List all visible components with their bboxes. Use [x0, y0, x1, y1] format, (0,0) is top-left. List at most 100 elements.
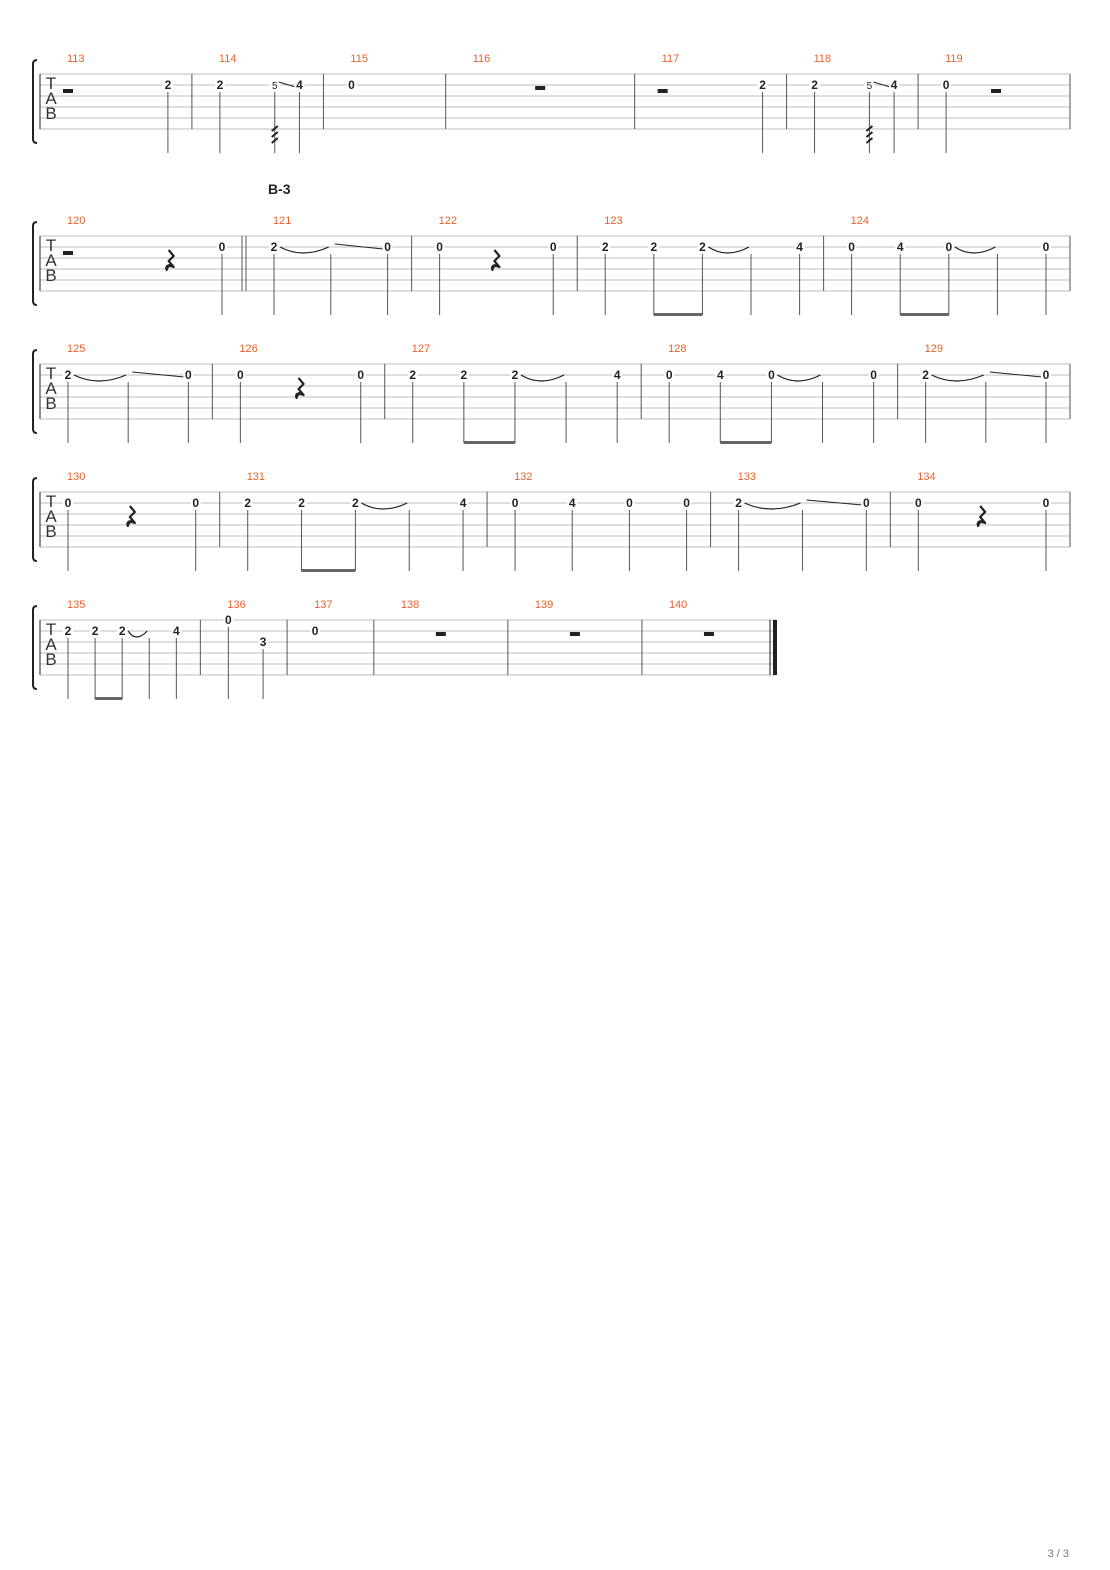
fret-number: 4	[897, 240, 904, 254]
fret-number: 0	[848, 240, 855, 254]
slide-line	[989, 371, 1043, 378]
slide-line	[278, 81, 296, 88]
fret-number: 2	[759, 78, 766, 92]
tremolo-stroke	[865, 137, 874, 144]
fret-number: 0	[192, 496, 199, 510]
fret-bg	[350, 497, 361, 509]
measure: 140	[669, 599, 777, 675]
measure-number: 113	[67, 53, 85, 65]
page-number: 3 / 3	[1047, 1548, 1069, 1560]
fret-number: 3	[260, 635, 267, 649]
fret-bg	[766, 369, 777, 381]
tie-arc	[777, 374, 821, 382]
fret-number: 2	[811, 78, 818, 92]
tie-arc	[73, 374, 127, 382]
measure-number: 128	[668, 343, 686, 355]
fret-bg	[382, 241, 393, 253]
measure-number: 119	[945, 53, 963, 65]
tie-arc	[361, 502, 408, 510]
fret-number: 0	[1043, 496, 1050, 510]
fret-bg	[434, 241, 445, 253]
measure-number: 117	[662, 53, 680, 65]
half-rest	[63, 251, 73, 255]
fret-number: 0	[1043, 240, 1050, 254]
fret-number: 5	[867, 81, 873, 92]
fret-bg	[190, 497, 201, 509]
system-bracket	[32, 59, 38, 144]
fret-bg	[90, 625, 101, 637]
measure-number: 131	[247, 471, 265, 483]
fret-bg	[171, 625, 182, 637]
fret-bg	[846, 241, 857, 253]
fret-bg	[407, 369, 418, 381]
system-bracket	[32, 605, 38, 690]
slide-line	[806, 499, 863, 506]
fret-number: 4	[717, 368, 724, 382]
fret-number: 0	[512, 496, 519, 510]
fret-bg	[715, 369, 726, 381]
fret-number: 2	[650, 240, 657, 254]
section-label: B-3	[268, 181, 291, 197]
fret-number: 0	[384, 240, 391, 254]
fret-number: 0	[65, 496, 72, 510]
fret-bg	[63, 497, 73, 509]
fret-bg	[63, 369, 73, 381]
fret-number: 4	[796, 240, 803, 254]
measure-number: 123	[604, 215, 622, 227]
fret-bg	[509, 369, 520, 381]
quarter-rest	[976, 505, 987, 528]
fret-number: 0	[436, 240, 443, 254]
fret-number: 0	[943, 78, 950, 92]
fret-bg	[809, 79, 820, 91]
fret-number: 4	[891, 78, 898, 92]
fret-bg	[567, 497, 578, 509]
fret-bg	[162, 79, 173, 91]
measure-number: 137	[314, 599, 332, 611]
fret-bg	[242, 497, 253, 509]
measure: 139	[535, 599, 643, 675]
tie-arc	[520, 374, 565, 382]
fret-number: 0	[1043, 368, 1050, 382]
measure-number: 126	[239, 343, 257, 355]
fret-bg	[458, 369, 469, 381]
measure: 138	[401, 599, 509, 675]
fret-number: 0	[312, 624, 319, 638]
measure: 116	[473, 53, 636, 129]
fret-number: 0	[550, 240, 557, 254]
fret-number: 0	[945, 240, 952, 254]
half-rest	[657, 89, 668, 93]
fret-bg	[861, 497, 872, 509]
fret-bg	[733, 497, 744, 509]
measure-number: 121	[273, 215, 291, 227]
fret-number: 2	[271, 240, 278, 254]
measure-number: 135	[67, 599, 85, 611]
fret-bg	[889, 79, 900, 91]
fret-number: 2	[244, 496, 251, 510]
eighth-beam	[95, 697, 123, 700]
quarter-rest	[126, 505, 136, 528]
tie-arc	[744, 502, 801, 510]
tie-arc	[127, 630, 148, 638]
fret-number: 0	[219, 240, 226, 254]
fret-number: 2	[65, 624, 72, 638]
tab-clef-letter: T	[46, 74, 56, 93]
tab-clef-letter: B	[45, 266, 56, 285]
fret-bg	[943, 241, 954, 253]
measure-number: 115	[350, 53, 368, 65]
fret-number: 0	[666, 368, 673, 382]
fret-number: 0	[768, 368, 775, 382]
tab-clef-letter: A	[45, 635, 57, 654]
